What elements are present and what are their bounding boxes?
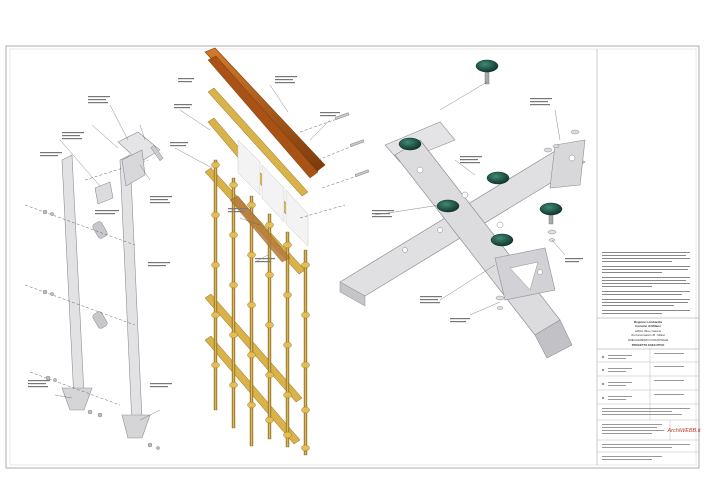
glass-panel [285,189,309,247]
railing-notes [170,76,340,263]
post-bar-right [119,154,143,426]
anchor-sleeve [92,221,108,239]
anchor-sleeve [92,311,108,329]
handrail-underside [207,55,319,179]
rubber-cap [475,59,499,85]
brass-rail-bar [204,293,303,403]
connector-band [229,195,291,263]
glass-panel [261,164,285,223]
post-frame-detail [24,96,172,450]
bracket-notes [372,98,583,323]
post-foot-left [61,387,93,411]
brass-rail-bar [207,87,309,197]
sheet-border [5,45,700,469]
support-bracket-detail [339,59,586,359]
lower-bracket-tri [509,261,539,291]
tb-line1: Regione Lombardia [634,320,662,324]
top-bracket-plate [121,149,146,187]
spec-notes [602,252,690,314]
cross-arm-side [534,319,573,359]
bolt-top [150,145,164,161]
post-bar-left [61,154,85,401]
archiwebb-logo: ArchiWEBB.it [666,428,700,434]
tb-line2: Comune di Milano [635,324,661,328]
tb-line4: Via Conservatorio 45 - Milano [631,333,666,337]
rubber-caps [398,59,563,247]
rubber-cap [539,202,563,225]
sheet-inner-border [9,48,697,466]
title-block: Regione Lombardia Comune di Milano edifi… [596,49,701,465]
main-beam-side [339,281,366,307]
glass-panel [237,139,261,196]
rubber-cap [398,137,422,151]
post-notes [28,96,172,388]
rubber-cap [436,199,460,213]
tb-line3: edificio Villa e Cascina [635,329,661,333]
baluster-knobs [211,161,310,452]
end-plate [549,139,586,189]
railing-detail [170,47,370,456]
tb-line6: PROGETTO ESECUTIVO [632,343,665,347]
clamp-bracket [94,181,114,205]
post-foot-right [121,414,151,439]
rubber-cap [486,171,510,185]
rubber-cap [490,233,514,247]
tb-line5: ADEGUAMENTO FUNZIONALE [628,338,668,342]
